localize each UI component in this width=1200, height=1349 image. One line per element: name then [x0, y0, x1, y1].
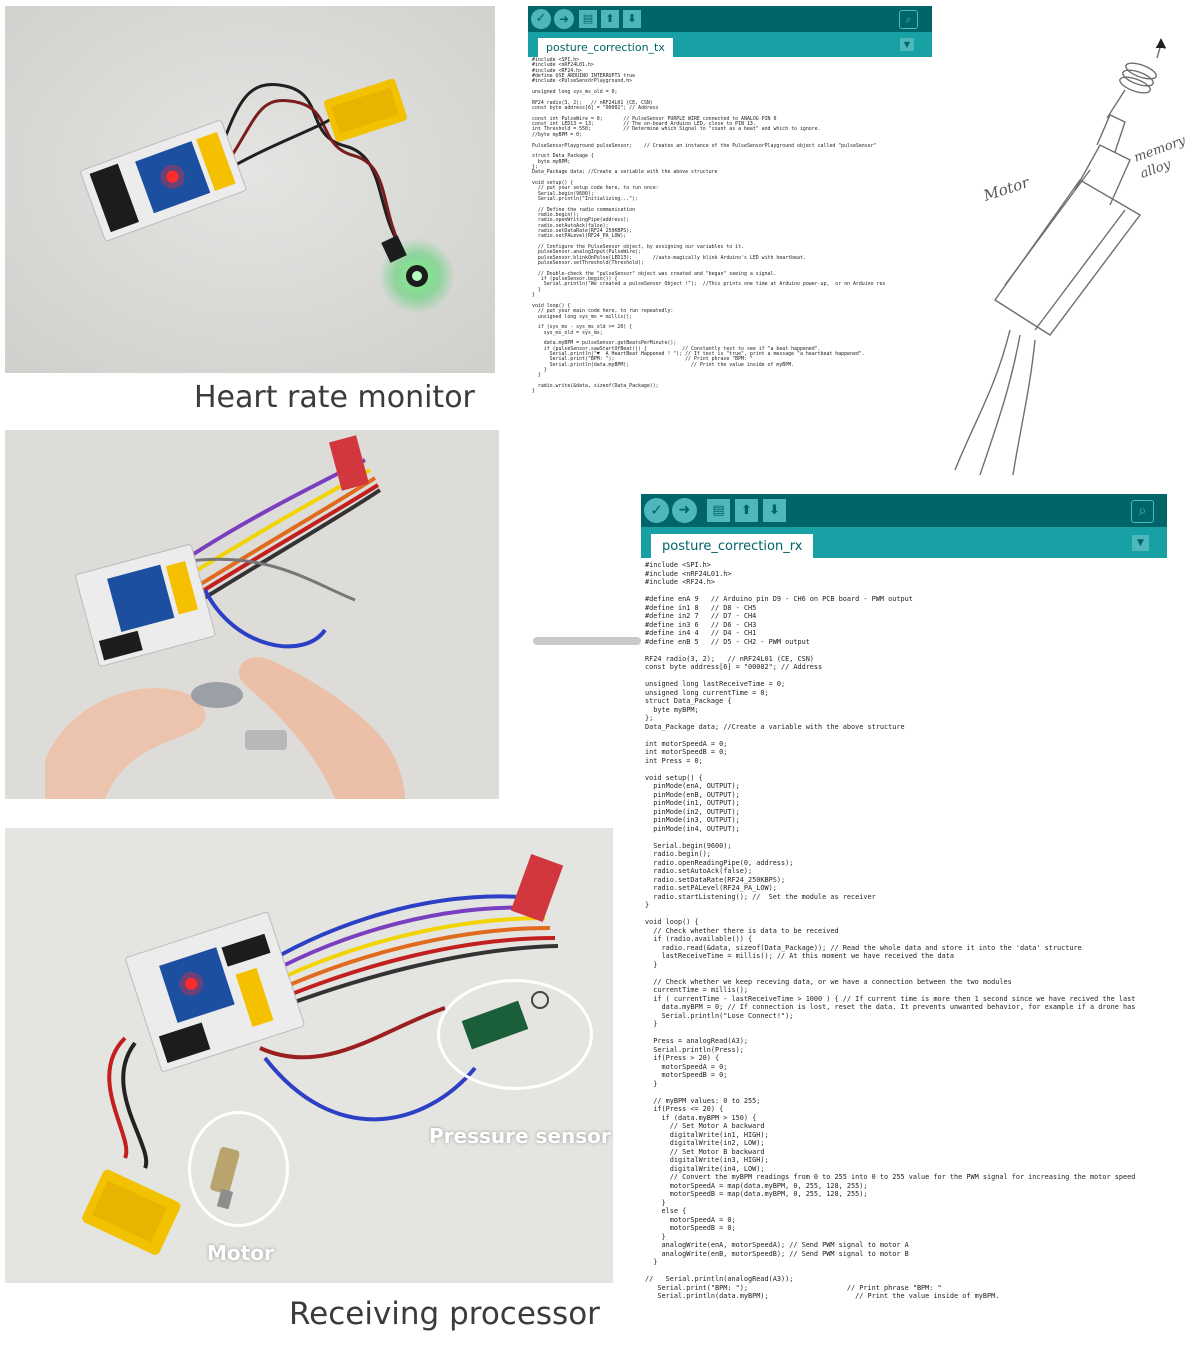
new-sketch-button[interactable]: ▤	[579, 10, 597, 28]
ide-tx-tab[interactable]: posture_correction_tx	[538, 38, 673, 57]
heart-rate-monitor-illustration	[5, 6, 495, 373]
upload-button[interactable]: ➜	[554, 9, 574, 29]
file-icon: ▤	[712, 503, 725, 518]
actuator-sketch-drawing	[935, 30, 1190, 480]
file-icon: ▤	[582, 12, 594, 25]
ide-tx-code-editor[interactable]: #include <SPI.h> #include <nRF24L01.h> #…	[532, 57, 886, 395]
ide-tx-tabbar: posture_correction_tx ▼	[528, 32, 932, 57]
ide-rx-tab[interactable]: posture_correction_rx	[651, 534, 814, 558]
pressure-sensor-label: Pressure sensor	[429, 1124, 611, 1148]
arrow-up-icon: ⬆	[605, 12, 615, 25]
ide-tx-horizontal-scrollbar[interactable]	[533, 637, 641, 645]
open-sketch-button[interactable]: ⬆	[601, 10, 619, 28]
arrow-right-icon: ➜	[678, 502, 691, 518]
triangle-down-icon: ▼	[903, 40, 911, 49]
arrow-down-icon: ⬇	[769, 503, 780, 518]
actuator-sketch: Motor memory alloy	[935, 30, 1190, 480]
checkmark-icon: ✓	[650, 501, 663, 519]
verify-button[interactable]: ✓	[531, 9, 551, 29]
receiving-processor-caption: Receiving processor	[289, 1296, 600, 1332]
ide-tx-tab-menu-button[interactable]: ▼	[900, 38, 914, 51]
motor-label: Motor	[207, 1241, 274, 1265]
ide-tx-toolbar: ✓ ➜ ▤ ⬆ ⬇ ⌕	[528, 6, 932, 32]
serial-monitor-button[interactable]: ⌕	[1131, 500, 1154, 523]
assembly-illustration	[5, 430, 499, 799]
ide-rx-toolbar: ✓ ➜ ▤ ⬆ ⬇ ⌕	[641, 494, 1167, 527]
save-sketch-button[interactable]: ⬇	[763, 499, 786, 522]
arrow-up-icon: ⬆	[741, 503, 752, 518]
save-sketch-button[interactable]: ⬇	[623, 10, 641, 28]
arduino-ide-tx-window: ✓ ➜ ▤ ⬆ ⬇ ⌕ posture_correction_tx ▼ #inc…	[528, 6, 932, 492]
heart-rate-monitor-photo	[5, 6, 495, 373]
assembly-photo	[5, 430, 499, 799]
magnifier-icon: ⌕	[1138, 503, 1147, 519]
arrow-right-icon: ➜	[558, 12, 570, 26]
receiving-processor-photo: Pressure sensor Motor	[5, 828, 613, 1283]
new-sketch-button[interactable]: ▤	[707, 499, 730, 522]
open-sketch-button[interactable]: ⬆	[735, 499, 758, 522]
upload-button[interactable]: ➜	[672, 498, 697, 523]
pressure-sensor-highlight-ring	[437, 979, 593, 1090]
arduino-ide-rx-window: ✓ ➜ ▤ ⬆ ⬇ ⌕ posture_correction_rx ▼ #inc…	[641, 494, 1167, 1332]
checkmark-icon: ✓	[535, 11, 547, 26]
ide-rx-code-editor[interactable]: #include <SPI.h> #include <nRF24L01.h> #…	[645, 561, 1136, 1300]
serial-monitor-button[interactable]: ⌕	[899, 10, 918, 29]
motor-highlight-ring	[188, 1111, 289, 1227]
magnifier-icon: ⌕	[905, 13, 912, 26]
ide-rx-tab-menu-button[interactable]: ▼	[1132, 535, 1149, 551]
ide-rx-tabbar: posture_correction_rx ▼	[641, 527, 1167, 558]
arrow-down-icon: ⬇	[627, 12, 637, 25]
heart-rate-monitor-caption: Heart rate monitor	[194, 380, 475, 415]
triangle-down-icon: ▼	[1137, 538, 1144, 548]
verify-button[interactable]: ✓	[644, 498, 669, 523]
